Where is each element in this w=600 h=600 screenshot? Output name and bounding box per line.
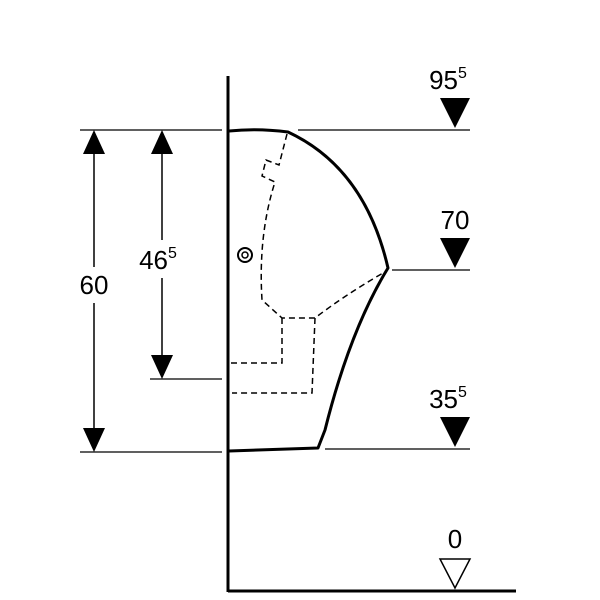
level-label: 355 xyxy=(429,384,467,414)
arrowhead-up xyxy=(83,130,105,154)
level-marker-mid: 70 xyxy=(440,205,470,268)
arrowhead-down xyxy=(151,355,173,379)
dimension-overall-height: 60 xyxy=(80,130,109,452)
level-label: 955 xyxy=(429,65,467,95)
arrowhead-down xyxy=(83,428,105,452)
level-marker-low: 355 xyxy=(429,384,470,447)
level-marker-floor: 0 xyxy=(438,524,472,590)
level-triangle-filled xyxy=(440,417,470,447)
level-triangle-filled xyxy=(440,98,470,128)
level-marker-top: 955 xyxy=(429,65,470,128)
level-triangle-hollow xyxy=(438,558,472,590)
arrowhead-up xyxy=(151,130,173,154)
internal-hidden-lines xyxy=(230,133,384,394)
dimension-label-inlet: 465 xyxy=(139,245,177,275)
extension-lines xyxy=(80,129,470,453)
urinal-outline xyxy=(228,128,390,453)
dimension-inlet-height: 465 xyxy=(139,130,177,379)
inlet-connection-symbol xyxy=(237,247,253,263)
level-label: 0 xyxy=(448,524,462,554)
level-triangle-filled xyxy=(440,238,470,268)
level-label: 70 xyxy=(441,205,470,235)
dimension-label-overall: 60 xyxy=(80,270,109,300)
